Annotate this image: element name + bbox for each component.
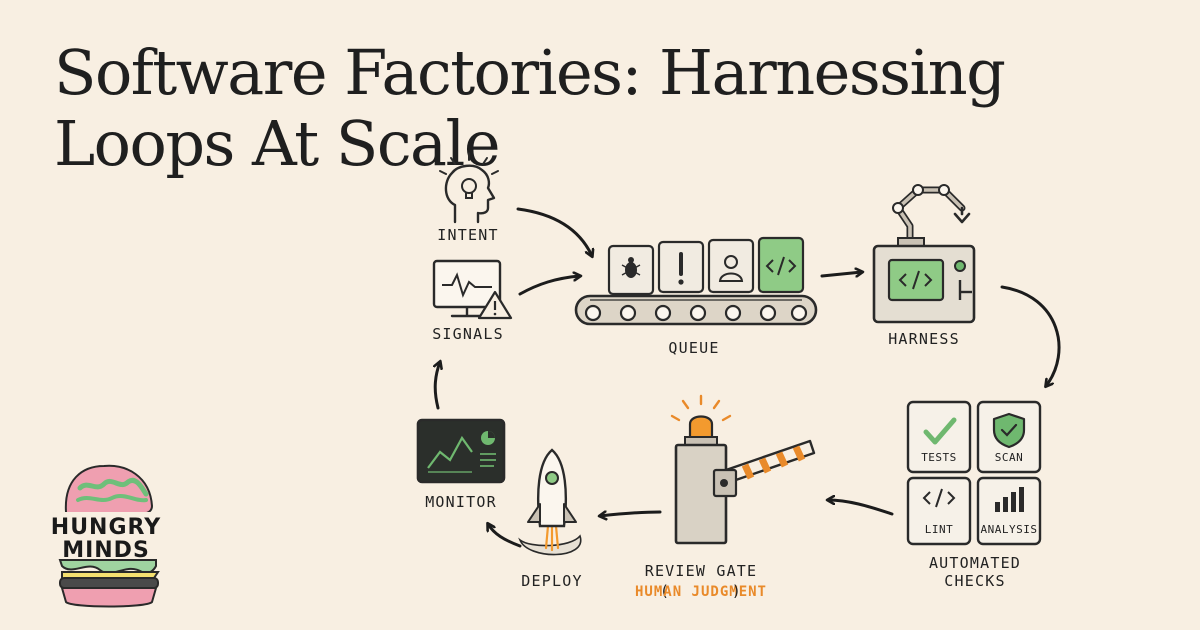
- check-scan: SCAN: [976, 400, 1042, 474]
- human-judgment-close-paren: ): [732, 582, 742, 600]
- bug-icon: [621, 257, 641, 278]
- tests-label: TESTS: [921, 451, 957, 464]
- queue-label: QUEUE: [668, 339, 719, 357]
- lightbulb-head-icon: [439, 152, 499, 224]
- arrow-harness-to-checks: [1000, 285, 1061, 386]
- review-gate-node: REVIEW GATE ( HUMAN JUDGMENT ): [635, 394, 816, 600]
- check-lint: LINT: [906, 476, 972, 546]
- code-icon: [765, 256, 797, 276]
- beacon-icon: [670, 394, 732, 446]
- scan-label: SCAN: [995, 451, 1024, 464]
- intent-label: INTENT: [437, 226, 498, 244]
- arrow-intent-to-queue: [516, 207, 592, 256]
- logo-line-1: HUNGRY: [51, 515, 161, 540]
- robot-arm-icon: [892, 184, 971, 250]
- queue-card-bug: [607, 244, 655, 296]
- shield-check-icon: [992, 412, 1026, 449]
- review-gate-label: REVIEW GATE: [645, 562, 758, 580]
- queue-node: QUEUE: [574, 236, 818, 357]
- human-judgment-open-paren: (: [660, 582, 670, 600]
- exclamation-icon: [678, 252, 684, 285]
- signals-label: SIGNALS: [432, 325, 504, 343]
- harness-label: HARNESS: [888, 330, 960, 348]
- harness-node: HARNESS: [872, 184, 976, 348]
- arrow-monitor-to-signals: [435, 362, 440, 410]
- check-tests: TESTS: [906, 400, 972, 474]
- queue-card-user: [707, 238, 755, 294]
- automated-checks-node: TESTS SCAN LINT: [906, 400, 1042, 590]
- check-analysis: ANALYSIS: [976, 476, 1042, 546]
- deploy-label: DEPLOY: [521, 572, 582, 590]
- arrow-queue-to-harness: [820, 272, 862, 276]
- checkmark-icon: [923, 417, 957, 445]
- automated-checks-label-line2: CHECKS: [944, 572, 1005, 590]
- hungry-minds-logo: HUNGRY MINDS: [51, 464, 161, 608]
- automated-checks-label-line1: AUTOMATED: [929, 554, 1021, 572]
- human-judgment-label: HUMAN JUDGMENT: [635, 584, 767, 600]
- monitor-node: MONITOR: [416, 418, 506, 511]
- intent-node: INTENT: [437, 152, 499, 244]
- logo-line-2: MINDS: [62, 538, 150, 563]
- warning-icon: [477, 290, 513, 320]
- bar-chart-icon: [995, 487, 1024, 512]
- lint-label: LINT: [925, 523, 954, 536]
- code-icon: [922, 488, 956, 508]
- arrow-signals-to-queue: [518, 276, 580, 296]
- queue-card-alert: [657, 240, 705, 294]
- user-icon: [718, 255, 744, 282]
- arrow-checks-to-gate: [828, 500, 894, 516]
- monitor-label: MONITOR: [425, 493, 497, 511]
- queue-card-code: [757, 236, 805, 294]
- page-title: Software Factories: Harnessing Loops At …: [54, 36, 1006, 180]
- arrow-gate-to-deploy: [600, 512, 662, 516]
- arrow-deploy-to-monitor: [488, 524, 522, 548]
- conveyor-belt: [574, 294, 818, 326]
- analysis-label: ANALYSIS: [981, 523, 1038, 536]
- deploy-node: DEPLOY: [518, 448, 582, 590]
- flow-arrows: [435, 207, 1061, 548]
- signals-node: SIGNALS: [432, 259, 513, 343]
- rocket-icon: [518, 448, 582, 556]
